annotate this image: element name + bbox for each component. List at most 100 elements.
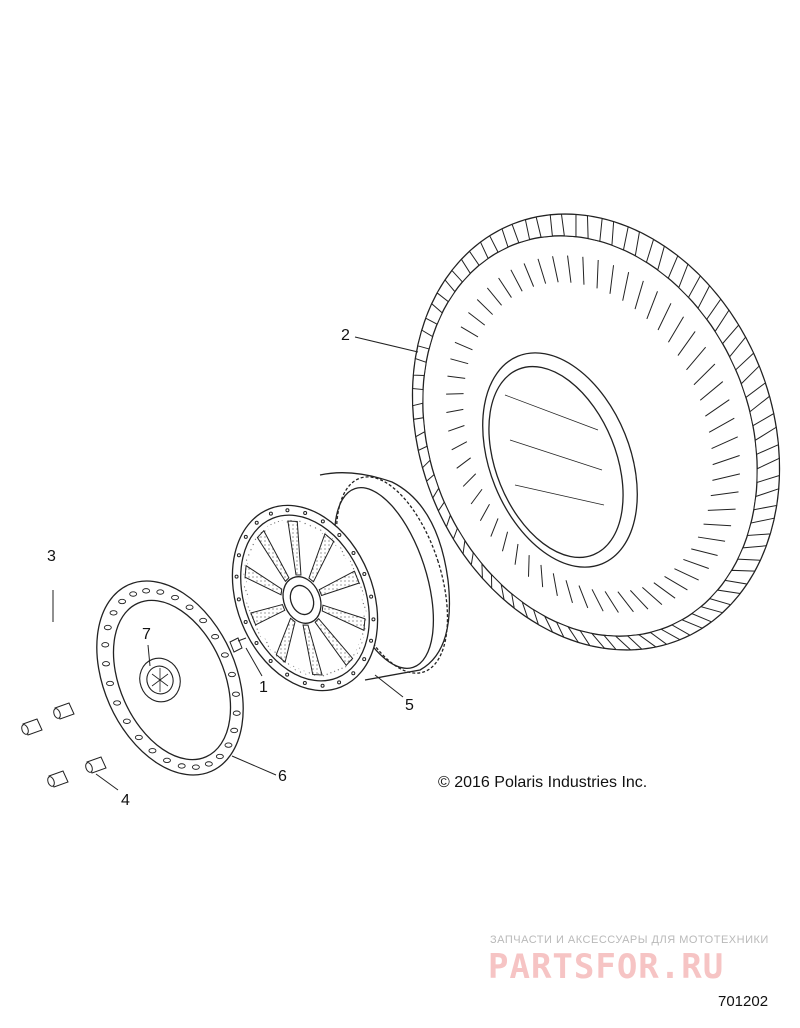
tread-lug (436, 279, 456, 303)
beadlock-bolt (171, 594, 179, 601)
wheel-spoke (244, 564, 283, 596)
rim-bolt (362, 657, 367, 662)
tread-block-edge (711, 436, 738, 449)
leader-lines (52, 336, 419, 791)
beadlock-bolt (204, 761, 213, 767)
center-cap (139, 657, 181, 703)
tread-lug (511, 592, 529, 620)
beadlock-bolt (102, 661, 110, 667)
tread-block-edge (486, 287, 502, 306)
tread-block-edge (540, 564, 544, 588)
rim-bolt (236, 597, 241, 602)
tread-block-edge (565, 580, 573, 603)
valve-stem (229, 637, 247, 653)
tread-block-edge (448, 424, 465, 432)
beadlock-bolt (185, 604, 194, 610)
wheel-spoke (318, 570, 360, 597)
rim-bolt (320, 683, 325, 688)
figure-number: 701202 (718, 993, 769, 1010)
tread-block-edge (501, 531, 509, 552)
watermark-brand: PARTSFOR.RU (488, 947, 725, 987)
rim-bolt (362, 572, 367, 577)
rim-bolt (254, 520, 259, 525)
tread-lug (724, 569, 756, 585)
copyright-notice: © 2016 Polaris Industries Inc. (438, 774, 648, 791)
rim-bolt (236, 553, 241, 558)
watermark-tagline: ЗАПЧАСТИ И АКСЕССУАРЫ ДЛЯ МОТОТЕХНИКИ (490, 934, 769, 946)
callout-6: 6 (278, 768, 287, 785)
beadlock-bolt (215, 753, 224, 760)
rim-bolt (302, 681, 307, 686)
tread-block-edge (710, 491, 739, 497)
wheel-spokes (234, 508, 376, 688)
tread-lug (437, 501, 451, 529)
tread-block-edge (609, 265, 615, 294)
beadlock-bolt (228, 671, 236, 678)
tread-lug (708, 589, 742, 606)
callout-3: 3 (47, 548, 56, 565)
beadlock-bolt (109, 610, 118, 616)
lug-nut (85, 756, 107, 774)
rim-bolt (369, 594, 374, 599)
tread-block-edge (693, 363, 716, 386)
tread-block-edge (447, 375, 466, 379)
tread-block-edge (708, 417, 735, 433)
rim-bolt (285, 672, 290, 677)
tread-lug (490, 573, 505, 602)
tread-block-edge (683, 558, 709, 569)
tread-block-edge (604, 591, 619, 613)
wheel-spoke (321, 604, 366, 632)
tread-lug (657, 245, 679, 279)
tread-lug (555, 621, 580, 644)
beadlock-bolt (211, 634, 220, 640)
beadlock-bolt (199, 617, 208, 624)
tread-block-edge (454, 341, 473, 351)
tread-block-edge (686, 346, 707, 371)
rim-bolt (337, 533, 342, 538)
tread-block-edge (699, 381, 724, 401)
tread-lug (729, 336, 755, 371)
tread-lug (670, 619, 704, 636)
tread-lug (468, 241, 489, 267)
tread-lug (737, 545, 768, 561)
tread-block-edge (664, 576, 688, 591)
tread-block-edge (523, 263, 535, 287)
tread-lug (425, 302, 443, 325)
tread-lug (451, 258, 471, 283)
tread-block-edge (707, 508, 736, 511)
rim-bolt (371, 617, 376, 622)
wheel-spoke (308, 532, 335, 583)
tread-lug (417, 445, 431, 469)
lug-nut (47, 770, 69, 788)
tread-lug (678, 263, 701, 299)
rim-bolt (268, 658, 273, 663)
callout-7: 7 (142, 626, 151, 643)
tread-block-edge (470, 488, 483, 505)
beadlock-bolt (163, 757, 171, 764)
tread-block-edge (691, 548, 718, 557)
tread-lug (697, 284, 722, 321)
callout-4: 4 (121, 792, 130, 809)
beadlock-bolts (101, 588, 241, 770)
rim-bolt (268, 511, 273, 516)
tread-block-edge (498, 277, 512, 298)
tread-lug (412, 387, 424, 407)
tread-block-edge (677, 331, 696, 356)
rim-bolt (351, 551, 356, 556)
tread-lug (586, 215, 603, 242)
tread-lug (611, 220, 629, 251)
tread-lug (749, 395, 775, 427)
tread-lug (413, 417, 426, 438)
tread-block-edge (552, 573, 558, 596)
tread-lug (426, 473, 440, 500)
tread-block-edge (567, 255, 572, 283)
beadlock-bolt (177, 763, 186, 769)
tread-block-edge (668, 316, 684, 343)
rim-bolt (320, 519, 325, 524)
tread-lug (532, 608, 554, 634)
beadlock-bolt (232, 691, 240, 697)
tread-block-edge (527, 555, 530, 577)
tread-block-edge (653, 582, 676, 599)
tread-block-edge (446, 408, 464, 414)
